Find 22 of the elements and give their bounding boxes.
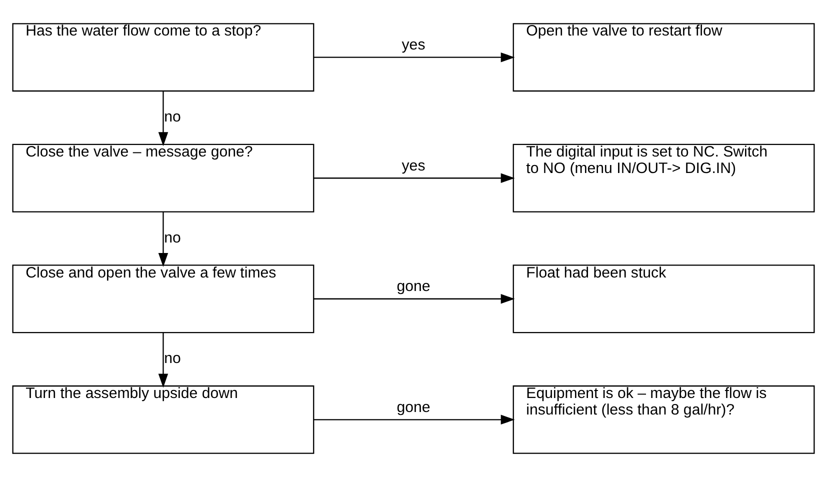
edge-label: no — [164, 350, 181, 368]
arrow — [314, 414, 515, 425]
node-box: Close the valve – message gone? — [12, 144, 314, 212]
arrow — [314, 173, 515, 183]
arrow — [158, 332, 168, 388]
node-box: Turn the assembly upside down — [12, 385, 314, 454]
edge-label: gone — [396, 278, 430, 296]
edge-label: yes — [402, 36, 426, 54]
arrow — [314, 52, 515, 62]
node-box: Float had been stuck — [512, 264, 815, 334]
node-box: Has the water flow come to a stop? — [12, 23, 314, 92]
node-box: Open the valve to restart flow — [512, 23, 815, 92]
node-box: Close and open the valve a few times — [12, 264, 314, 334]
arrow — [314, 294, 515, 304]
arrow — [158, 212, 168, 267]
node-box: Equipment is ok – maybe the flow is insufficient (less than 8 gal/hr)? — [512, 385, 815, 454]
edge-label: gone — [396, 399, 430, 416]
arrow — [158, 91, 168, 146]
edge-label: no — [164, 108, 181, 126]
edge-label: yes — [402, 157, 426, 174]
edge-label: no — [164, 229, 181, 246]
node-box: The digital input is set to NC. Switch to NO (menu IN/OUT-> DIG.IN) — [512, 144, 815, 212]
